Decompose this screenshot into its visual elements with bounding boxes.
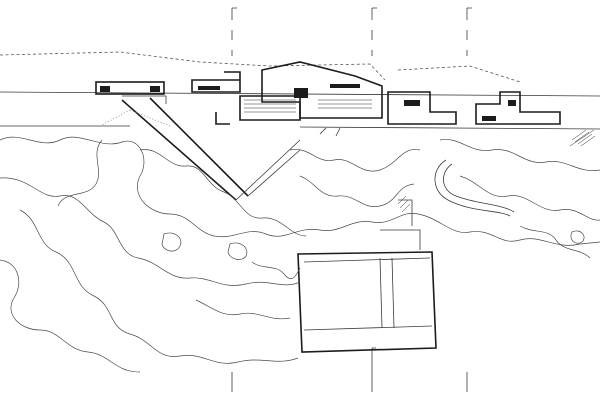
pier-details — [319, 127, 411, 213]
property-boundary — [0, 51, 521, 83]
section-marker-4 — [231, 347, 468, 392]
section-marker-2 — [371, 7, 377, 56]
building-east-block — [387, 91, 457, 125]
ramp — [99, 97, 301, 201]
building-central — [191, 71, 241, 93]
building-complex — [95, 61, 561, 125]
pier-structure — [297, 199, 437, 353]
section-marker-3 — [466, 7, 472, 56]
building-far-east — [475, 91, 561, 125]
building-main-block — [261, 61, 383, 119]
building-west — [95, 81, 165, 95]
section-markers — [231, 7, 472, 392]
section-marker-1 — [231, 7, 237, 56]
stair-east — [569, 129, 596, 147]
terrain-contours — [0, 136, 600, 373]
curved-path — [434, 159, 515, 217]
